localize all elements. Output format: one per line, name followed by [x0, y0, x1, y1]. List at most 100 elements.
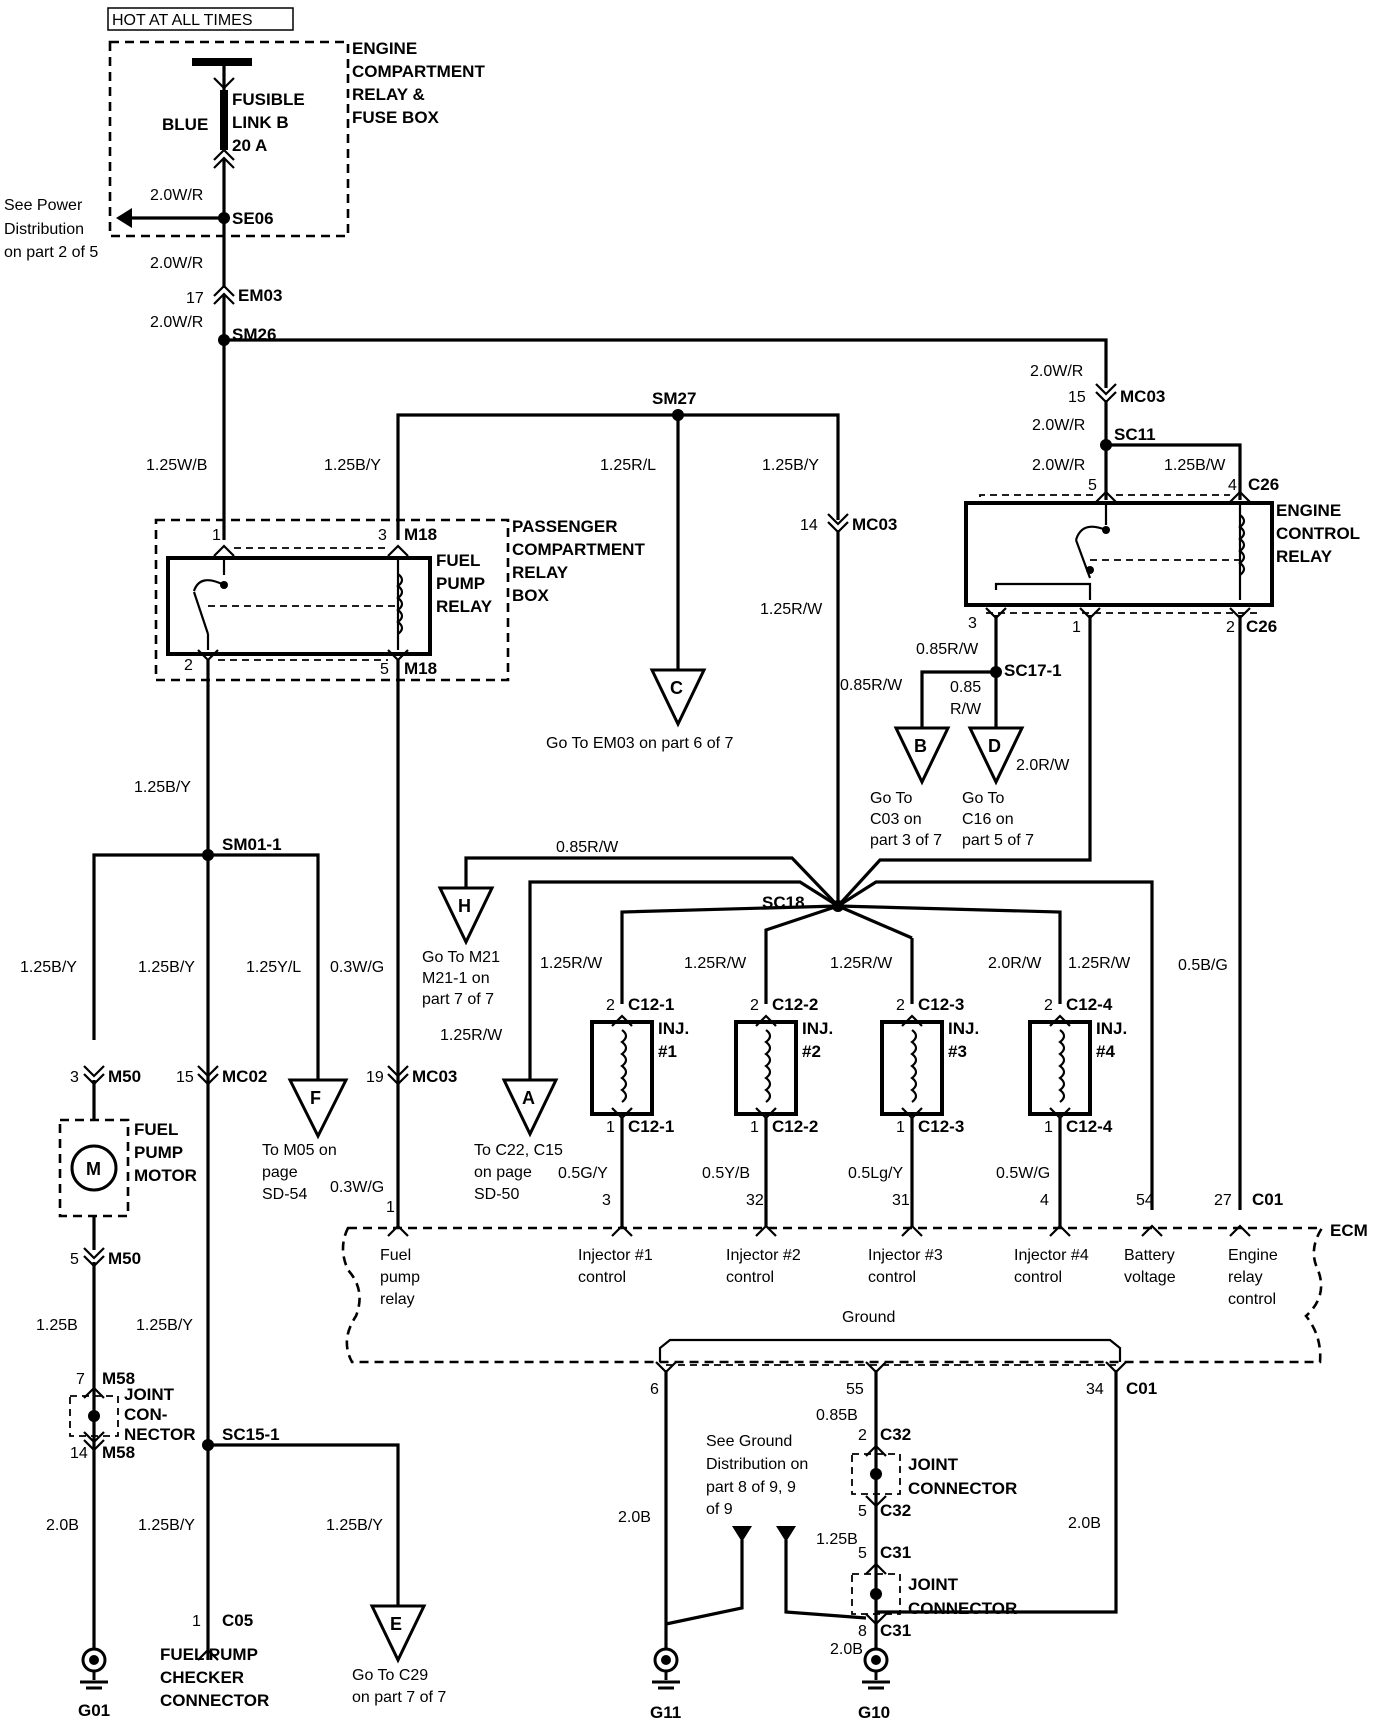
injector-4-number: #4: [1096, 1042, 1115, 1061]
pin-label: 4: [1040, 1192, 1049, 1209]
connector-mc02: MC02: [222, 1067, 267, 1086]
jcs-l2: CON-: [124, 1405, 167, 1424]
ref-f-l1: To M05 on: [262, 1142, 337, 1159]
wire-label: 1.25B/Y: [138, 1517, 195, 1534]
relay-switch-icon: [192, 591, 210, 635]
wire-label: 1.25B/Y: [326, 1517, 383, 1534]
injector-3-body: [880, 1020, 944, 1116]
fusible-l1: FUSIBLE: [232, 90, 305, 109]
injector-connector-bottom: C12-4: [1066, 1117, 1113, 1136]
injector-coil-icon: [764, 1029, 772, 1103]
pin-label: 19: [366, 1069, 384, 1086]
pin-label: 5: [1088, 477, 1097, 494]
wire-label: 1.25W/B: [146, 457, 207, 474]
connector-em03: EM03: [238, 286, 282, 305]
wire-label: 2.0W/R: [1030, 363, 1083, 380]
ecm-inj2-l1: Injector #2: [726, 1247, 801, 1264]
pin-label: 7: [76, 1371, 85, 1388]
connector-c31: C31: [880, 1543, 911, 1562]
injector-pin-bottom: 1: [896, 1119, 905, 1136]
wire-label: 1.25R/W: [540, 955, 603, 972]
joint-connector-c32: [851, 1453, 901, 1495]
ref-b-l1: Go To: [870, 790, 913, 807]
pin-label: 17: [186, 290, 204, 307]
ground-g11: G11: [650, 1703, 681, 1722]
ground-g01: G01: [78, 1701, 110, 1720]
ecr-l2: CONTROL: [1276, 524, 1360, 543]
connector-c26: C26: [1248, 475, 1279, 494]
jc-c32-l1: JOINT: [908, 1455, 959, 1474]
fpm-l2: PUMP: [134, 1143, 183, 1162]
fpr-l3: RELAY: [436, 597, 493, 616]
fpm-l3: MOTOR: [134, 1166, 197, 1185]
wire-label: 2.0B: [1068, 1515, 1101, 1532]
fpcc-l1: FUEL PUMP: [160, 1645, 258, 1664]
connector-mc03b: MC03: [852, 515, 897, 534]
fpm-l1: FUEL: [134, 1120, 178, 1139]
ecrfb-line2: COMPARTMENT: [352, 62, 485, 81]
wire-label: 1.25B/W: [1164, 457, 1226, 474]
injector-connector-bottom: C12-1: [628, 1117, 674, 1136]
arrow-left-icon: [116, 208, 132, 228]
fpcc-l2: CHECKER: [160, 1668, 244, 1687]
ecm-inj3-l1: Injector #3: [868, 1247, 943, 1264]
injector-4-label: INJ.: [1096, 1019, 1127, 1038]
ecm-batt-l2: voltage: [1124, 1269, 1176, 1286]
pin-label: 27: [1214, 1192, 1232, 1209]
splice-sc11-label: SC11: [1114, 425, 1156, 444]
wire-label: 1.25R/L: [600, 457, 656, 474]
ground-ref-arrow-icon-2: [776, 1526, 796, 1542]
splice-sc171-label: SC17-1: [1004, 661, 1062, 680]
wire-label: 2.0B: [46, 1517, 79, 1534]
jcs-l1: JOINT: [124, 1385, 175, 1404]
wire-label: 1.25R/W: [1068, 955, 1131, 972]
injector-2-number: #2: [802, 1042, 821, 1061]
wire-label: 1.25Y/L: [246, 959, 301, 976]
wire-label: 0.85: [950, 679, 981, 696]
wire-label: 0.5B/G: [1178, 957, 1228, 974]
ecm-inj4-l2: control: [1014, 1269, 1062, 1286]
wire-label: 1.25R/W: [830, 955, 893, 972]
pin-label: 3: [968, 615, 977, 632]
ground-g10: G10: [858, 1703, 890, 1722]
ref-c-text: Go To EM03 on part 6 of 7: [546, 735, 733, 752]
jc-c31-l1: JOINT: [908, 1575, 959, 1594]
ecm-ground: Ground: [842, 1309, 895, 1326]
pin-label: 34: [1086, 1381, 1104, 1398]
injector-1-body: [590, 1020, 654, 1116]
ref-h-l2: M21-1 on: [422, 970, 490, 987]
connector-c32b: C32: [880, 1501, 911, 1520]
wire-label: 2.0R/W: [988, 955, 1042, 972]
injector-connector-top: C12-2: [772, 995, 818, 1014]
wire-label: 1.25R/W: [760, 601, 823, 618]
wire-label: 0.5Lg/Y: [848, 1165, 903, 1182]
ecr-l1: ENGINE: [1276, 501, 1341, 520]
ref-e-letter: E: [390, 1614, 402, 1634]
wire-label: 1.25B/Y: [20, 959, 77, 976]
motor-icon: [70, 1144, 118, 1192]
pin-label: 54: [1136, 1192, 1154, 1209]
pin-label: 14: [800, 517, 818, 534]
ref-a-l3: SD-50: [474, 1186, 519, 1203]
pin-label: 8: [858, 1623, 867, 1640]
ref-h-l1: Go To M21: [422, 949, 500, 966]
injector-pin-top: 2: [606, 997, 615, 1014]
injector-4-body: [1028, 1020, 1092, 1116]
ref-d-l3: part 5 of 7: [962, 832, 1034, 849]
connector-c31b: C31: [880, 1621, 911, 1640]
pin-label: 1: [192, 1613, 201, 1630]
pin-label: 15: [1068, 389, 1086, 406]
fpr-l1: FUEL: [436, 551, 480, 570]
wire-label: 0.85R/W: [840, 677, 903, 694]
wire-label: 2.0B: [830, 1641, 863, 1658]
connector-c26b: C26: [1246, 617, 1277, 636]
jc-c32-l2: CONNECTOR: [908, 1479, 1017, 1498]
ref-a-l2: on page: [474, 1164, 532, 1181]
connector-mc03c: MC03: [412, 1067, 457, 1086]
injector-1-label: INJ.: [658, 1019, 689, 1038]
wire-label: 0.5G/Y: [558, 1165, 608, 1182]
wire-label: 0.3W/G: [330, 959, 384, 976]
splice-sm011-label: SM01-1: [222, 835, 282, 854]
jc-c31-l2: CONNECTOR: [908, 1599, 1017, 1618]
